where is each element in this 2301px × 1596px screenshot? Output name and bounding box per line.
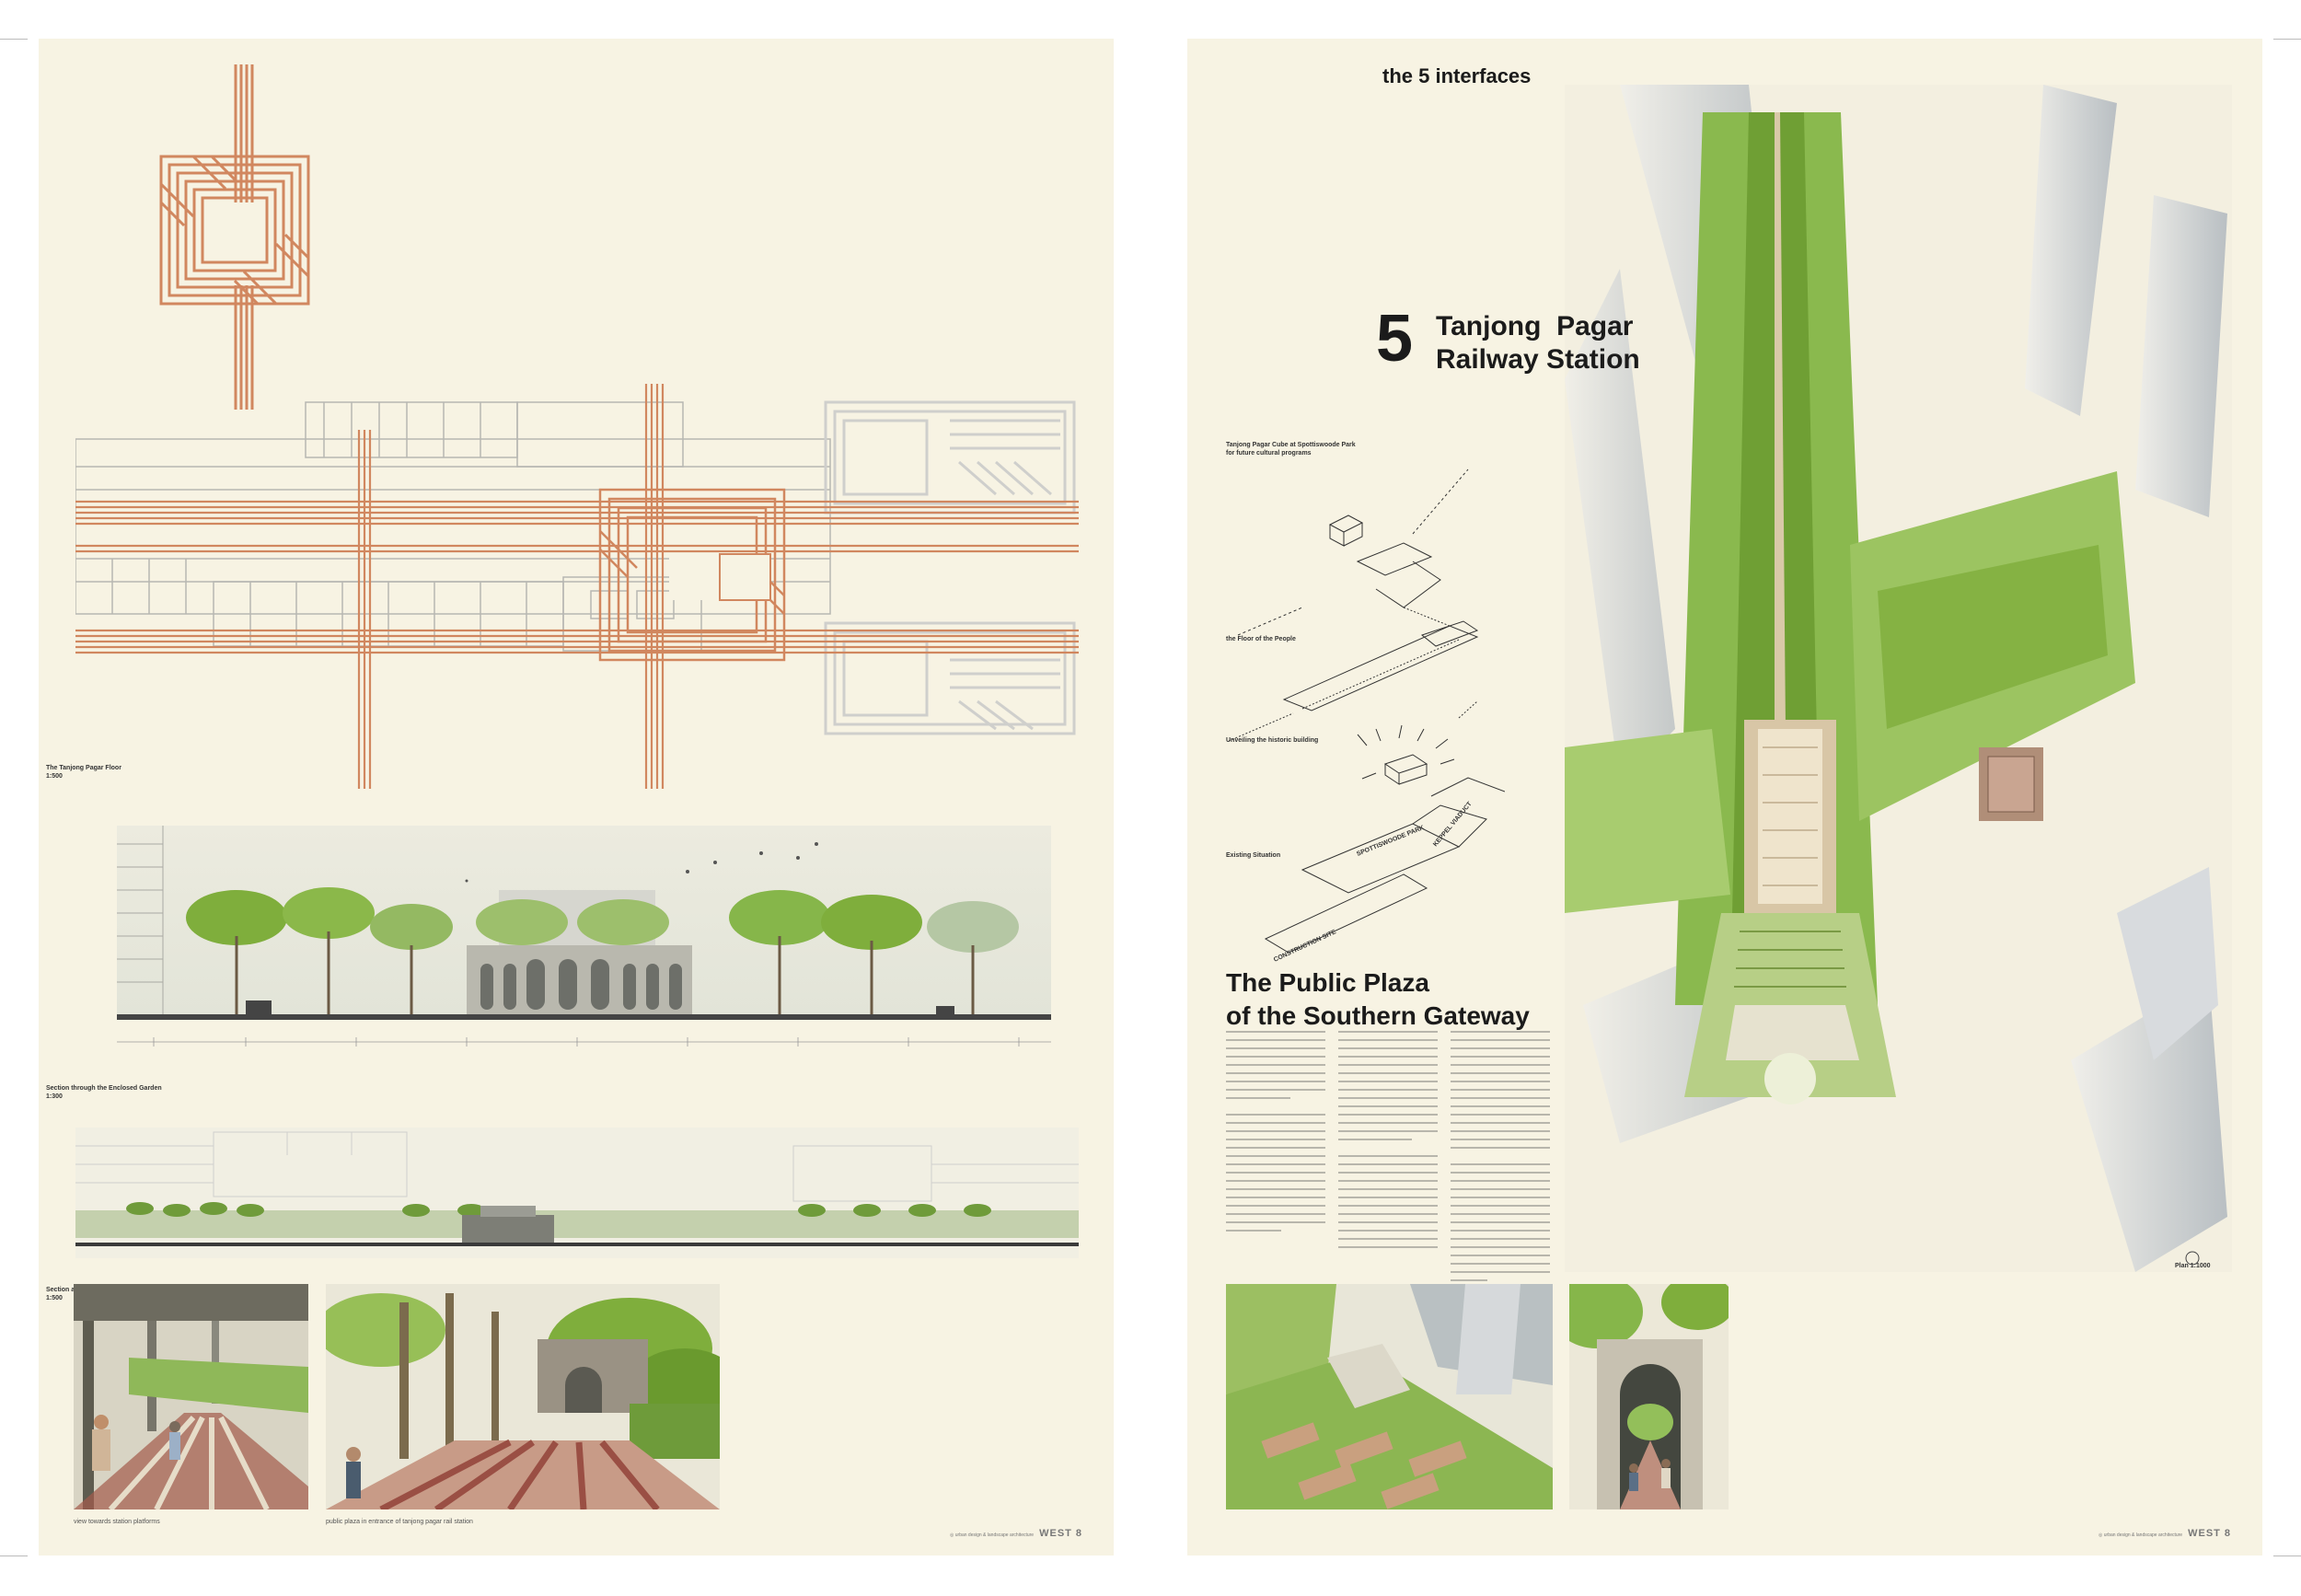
archway-view-image: [1569, 1284, 1729, 1509]
crop-mark: [2273, 39, 2301, 40]
map-label-park: SPOTTISWOODE PARK: [1356, 825, 1425, 858]
public-plaza-image: [326, 1284, 720, 1509]
photo-1-caption: view towards station platforms: [74, 1519, 160, 1525]
axonometric-diagrams: SPOTTISWOODE PARK CONSTRUCTION SITE KEPP…: [1229, 468, 1505, 964]
section-spottiswoode-park-rd: [75, 1128, 1079, 1258]
body-text-columns: [1226, 1031, 1550, 1281]
floor-plan-drawing: [75, 384, 1079, 789]
section-enclosed-garden: [117, 826, 1051, 1047]
map-label-viaduct: KEPPEL VIADUCT: [1432, 801, 1474, 849]
station-title: Tanjong Pagar Railway Station: [1436, 311, 1640, 375]
section-1-caption: Section through the Enclosed Garden 1:30…: [46, 1085, 162, 1100]
aerial-plan-drawing: [1565, 85, 2232, 1272]
diagram-label-floor: the Floor of the People: [1226, 636, 1296, 642]
crop-mark: [0, 39, 28, 40]
diagram-label-cube: Tanjong Pagar Cube at Spottiswoode Park …: [1226, 442, 1356, 457]
photo-2-caption: public plaza in entrance of tanjong paga…: [326, 1519, 473, 1525]
plaza-aerial-image: [1226, 1284, 1553, 1509]
page-header: the 5 interfaces: [1382, 64, 1532, 87]
right-sheet: the 5 interfaces: [1187, 39, 2262, 1556]
diagram-label-existing: Existing Situation: [1226, 852, 1281, 859]
map-label-construction: CONSTRUCTION SITE: [1273, 929, 1337, 964]
plaza-title: The Public Plaza of the Southern Gateway: [1226, 968, 1530, 1030]
floor-plan-caption: The Tanjong Pagar Floor 1:500: [46, 765, 121, 780]
interface-number: 5: [1376, 302, 1414, 376]
plan-scale-caption: Plan 1:1000: [2175, 1263, 2211, 1269]
view-platforms-image: [74, 1284, 308, 1509]
left-sheet: The Tanjong Pagar Floor 1:500: [39, 39, 1114, 1556]
diagram-label-unveiling: Unveiling the historic building: [1226, 737, 1319, 744]
cross-pattern-motif: [159, 64, 310, 410]
